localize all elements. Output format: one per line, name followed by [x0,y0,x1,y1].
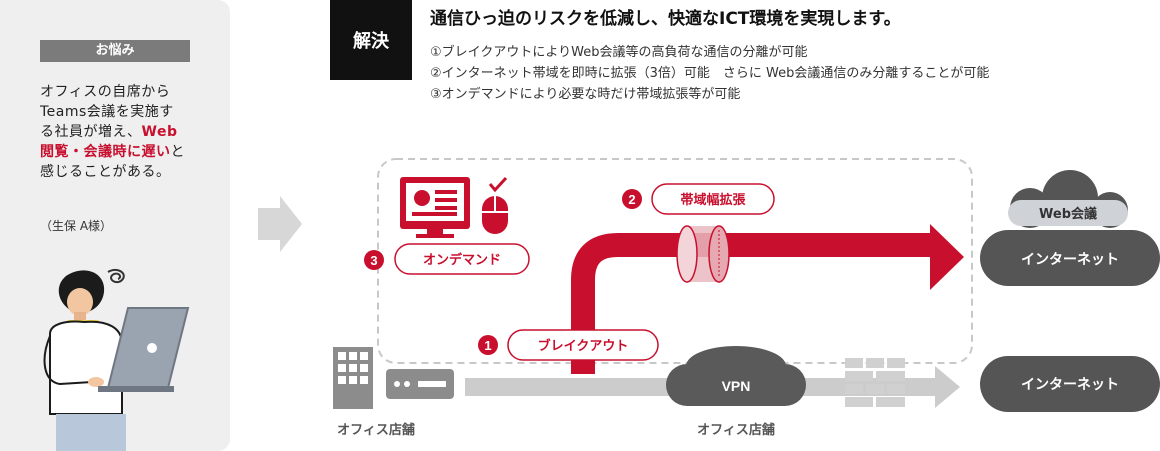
vpn-line-arrowhead [935,366,960,408]
step3-pill [394,243,530,275]
worry-swirl-icon [107,268,125,284]
svg-text:2: 2 [628,192,635,207]
problem-line: 感じることがある。 [40,164,171,180]
store-label-left: オフィス店舗 [337,422,415,438]
svg-text:インターネット: インターネット [1021,252,1119,268]
internet-cloud-upper: Web会議 インターネット [980,170,1160,286]
office-building-icon [333,347,373,409]
svg-text:インターネット: インターネット [1021,377,1119,393]
problem-text: オフィスの自席から Teams会議を実施す る社員が増え、Web 閲覧・会議時に… [40,82,205,182]
customer-label: （生保 A様） [40,219,113,233]
step1-label: ブレイクアウト [538,338,629,354]
solution-point: ③オンデマンドにより必要な時だけ帯域拡張等が可能 [430,87,741,102]
vpn-cloud: VPN [666,346,806,406]
svg-text:3: 3 [370,253,377,268]
problem-panel: お悩み オフィスの自席から Teams会議を実施す る社員が増え、Web 閲覧・… [0,0,230,451]
mouse-click-icon [482,176,508,234]
problem-line: オフィスの自席から [40,84,171,100]
solution-point: ②インターネット帯域を即時に拡張（3倍）可能 さらに Web会議通信のみ分離する… [430,66,990,81]
firewall-icon [845,358,905,407]
svg-text:Web会議: Web会議 [1039,206,1097,222]
solution-title: 通信ひっ迫のリスクを低減し、快適なICT環境を実現します。 [430,9,901,29]
solution-badge: 解決 [330,0,412,80]
store-label-mid: オフィス店舗 [697,422,775,438]
worried-person-illustration [43,268,190,451]
network-diagram: 2 帯域幅拡張 3 オンデマンド 1 ブレイクアウト [333,158,1160,438]
step2-badge: 2 [622,189,642,209]
problem-line: Teams会議を実施す [40,104,174,120]
step3-badge: 3 [364,250,384,270]
bandwidth-cylinder-icon [676,225,730,283]
right-arrow-icon [258,196,302,252]
step2-pill [651,183,775,215]
solution-points: ①ブレイクアウトによりWeb会議等の高負荷な通信の分離が可能 ②インターネット帯… [430,42,989,105]
web-meeting-tag [1008,200,1128,226]
step3-label: オンデマンド [423,252,501,268]
problem-badge: お悩み [40,40,190,62]
solution-point: ①ブレイクアウトによりWeb会議等の高負荷な通信の分離が可能 [430,45,808,60]
router-icon [386,369,454,399]
breakout-arrow [571,233,932,374]
breakout-arrowhead [930,224,964,290]
problem-line: 閲覧・会議時に遅いと [40,144,185,160]
step2-label: 帯域幅拡張 [680,192,746,208]
internet-cloud-lower: インターネット [980,356,1160,412]
problem-line: る社員が増え、Web [40,124,178,140]
svg-text:VPN: VPN [722,378,751,394]
step1-badge: 1 [478,335,498,355]
monitor-icon [400,177,470,238]
step1-pill [507,329,659,361]
svg-text:1: 1 [484,338,491,353]
